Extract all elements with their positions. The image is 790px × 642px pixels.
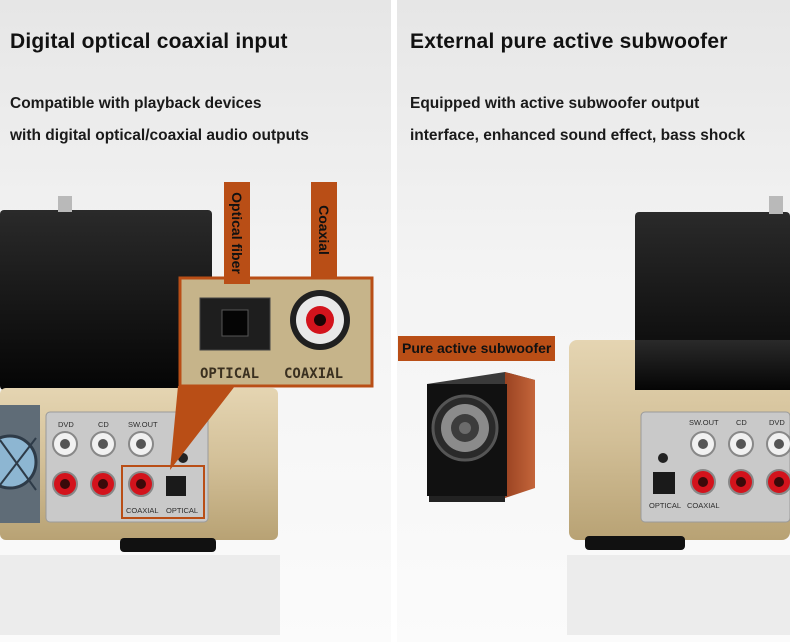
- zoom-coaxial-text: COAXIAL: [284, 366, 343, 382]
- right-desc-line1: Equipped with active subwoofer output: [410, 95, 700, 112]
- rear-label-coaxial-right: COAXIAL: [687, 501, 720, 510]
- right-heading: External pure active subwoofer: [410, 30, 728, 53]
- right-feature-panel: SW.OUT CD DVD OPTICAL COAXIAL External p…: [397, 0, 790, 642]
- amplifier-photo-left: DVD CD SW.OUT COAXIAL OPTICAL OPTICAL CO…: [0, 196, 374, 635]
- rear-label-optical-right: OPTICAL: [649, 501, 681, 510]
- left-desc-line1: Compatible with playback devices: [10, 95, 262, 112]
- rear-label-dvd: DVD: [58, 420, 74, 429]
- coaxial-label: Coaxial: [311, 182, 337, 278]
- rear-label-cd-right: CD: [736, 418, 747, 427]
- subwoofer-label: Pure active subwoofer: [398, 336, 556, 361]
- amplifier-photo-right: SW.OUT CD DVD OPTICAL COAXIAL: [427, 196, 790, 635]
- right-desc-line2: interface, enhanced sound effect, bass s…: [410, 127, 746, 144]
- subwoofer-image: [427, 372, 535, 502]
- rear-label-swout-right: SW.OUT: [689, 418, 719, 427]
- rear-label-optical: OPTICAL: [166, 506, 198, 515]
- zoom-optical-text: OPTICAL: [200, 366, 259, 382]
- rear-label-coaxial: COAXIAL: [126, 506, 159, 515]
- left-feature-panel: DVD CD SW.OUT COAXIAL OPTICAL OPTICAL CO…: [0, 0, 391, 642]
- rear-label-swout: SW.OUT: [128, 420, 158, 429]
- left-heading: Digital optical coaxial input: [10, 30, 288, 53]
- rear-label-cd: CD: [98, 420, 109, 429]
- rear-label-dvd-right: DVD: [769, 418, 785, 427]
- optical-fiber-label: Optical fiber: [224, 182, 250, 284]
- panel-divider: [391, 0, 397, 642]
- left-desc-line2: with digital optical/coaxial audio outpu…: [10, 127, 309, 144]
